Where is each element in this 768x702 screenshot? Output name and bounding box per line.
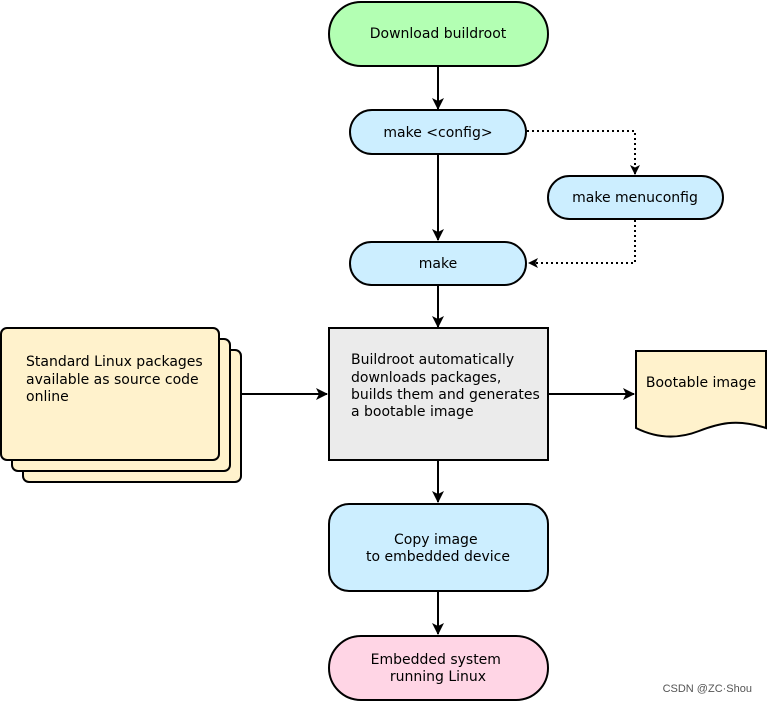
node-copy-image: Copy image to embedded device	[328, 503, 549, 592]
node-embedded-label: Embedded system running Linux	[371, 652, 506, 685]
node-make: make	[349, 241, 527, 286]
node-bootable-image-label: Bootable image	[646, 375, 756, 391]
node-buildroot-line-1: Buildroot automatically	[351, 352, 514, 368]
node-make-menuconfig-shape	[547, 175, 724, 220]
node-packages-line-1: Standard Linux packages	[26, 354, 203, 370]
node-buildroot-process: Buildroot automatically downloads packag…	[328, 327, 549, 461]
node-download-shape	[328, 1, 549, 67]
node-make-config-shape	[349, 109, 527, 155]
node-packages-front-sheet	[0, 327, 220, 461]
node-make-config: make <config>	[349, 109, 527, 155]
node-embedded-line-2: running Linux	[390, 669, 486, 685]
node-linux-packages: Standard Linux packages available as sou…	[0, 327, 242, 483]
node-buildroot-line-4: a bootable image	[351, 404, 474, 420]
node-copy-image-label: Copy image to embedded device	[366, 532, 510, 565]
node-download-buildroot: Download buildroot	[328, 1, 549, 67]
node-bootable-image-shape	[635, 350, 767, 438]
node-embedded-line-1: Embedded system	[371, 652, 501, 668]
node-packages-line-2: available as source code	[26, 372, 199, 388]
connectors	[242, 67, 640, 635]
node-copy-image-shape	[328, 503, 549, 592]
node-buildroot-shape	[328, 327, 549, 461]
node-download-label: Download buildroot	[370, 26, 507, 42]
node-buildroot-label: Buildroot automatically downloads packag…	[351, 352, 544, 420]
dotted-arrow-menuconfig-to-make	[528, 220, 636, 268]
node-make-label: make	[419, 256, 457, 272]
node-embedded-shape	[328, 635, 549, 701]
node-make-menuconfig: make menuconfig	[547, 175, 724, 220]
node-copy-image-line-1: Copy image	[394, 532, 478, 548]
node-packages-line-3: online	[26, 389, 69, 405]
node-packages-label: Standard Linux packages available as sou…	[26, 354, 207, 405]
node-copy-image-line-2: to embedded device	[366, 549, 510, 565]
dotted-arrow-config-to-menuconfig	[527, 130, 640, 175]
node-buildroot-line-3: builds them and generates	[351, 387, 540, 403]
node-make-shape	[349, 241, 527, 286]
node-embedded-system: Embedded system running Linux	[328, 635, 549, 701]
node-bootable-image: Bootable image	[635, 350, 767, 438]
node-make-config-label: make <config>	[383, 125, 492, 141]
node-buildroot-line-2: downloads packages,	[351, 370, 501, 386]
node-make-menuconfig-label: make menuconfig	[572, 190, 698, 206]
watermark: CSDN @ZC·Shou	[663, 683, 752, 695]
